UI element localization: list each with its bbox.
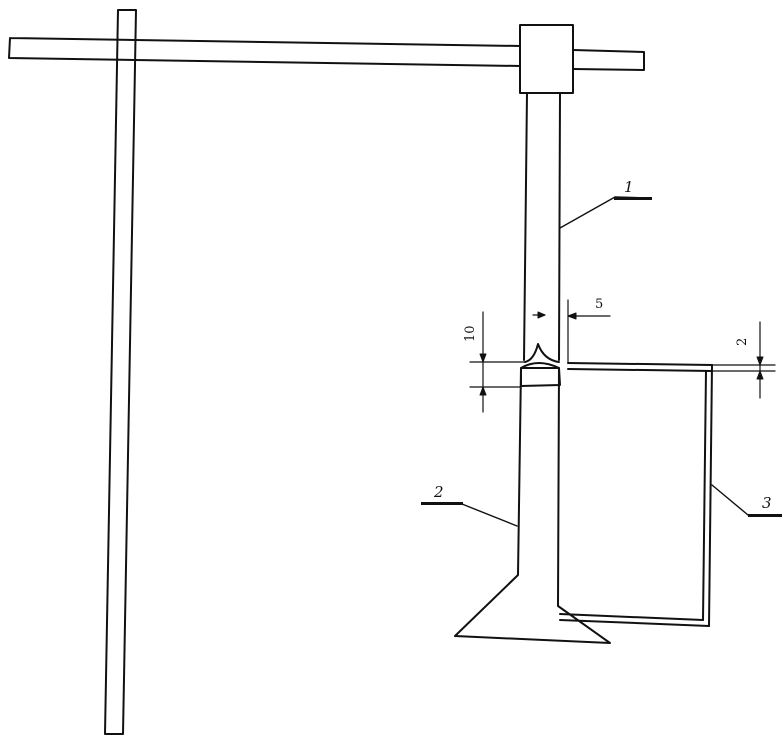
dim-2-arrow-bottom	[756, 370, 764, 380]
callout-2-bar	[421, 502, 463, 505]
dim-10-arrow-top	[479, 353, 487, 363]
rod-tip	[524, 343, 560, 363]
callout-1: 1	[624, 178, 634, 196]
dim-10-lines	[469, 311, 526, 413]
stem-top-cap	[520, 362, 561, 387]
dim-5-arrow-left	[567, 312, 577, 320]
lower-stem	[454, 367, 611, 644]
dim-2-arrow-top	[756, 356, 764, 366]
callout-1-bar	[614, 197, 652, 200]
plate-side	[702, 364, 713, 627]
plate-bottom	[559, 613, 710, 627]
dim-5-arrow-right	[537, 311, 546, 319]
callout-2: 2	[433, 483, 444, 501]
callout-3-bar	[748, 514, 782, 517]
dim-10-arrow-bottom	[479, 386, 487, 396]
leader-1	[559, 196, 651, 229]
dim-2-lines	[711, 321, 776, 399]
plate-top	[567, 362, 713, 372]
upper-rod	[523, 92, 561, 361]
stand-post	[104, 9, 137, 735]
dim-10-value: 10	[463, 325, 478, 342]
leader-2	[421, 502, 518, 527]
callout-3: 3	[762, 494, 772, 512]
dim-5-value: 5	[595, 297, 603, 312]
clamp-block	[519, 24, 574, 94]
horizontal-arm	[8, 37, 645, 71]
dim-2-value: 2	[735, 338, 750, 346]
